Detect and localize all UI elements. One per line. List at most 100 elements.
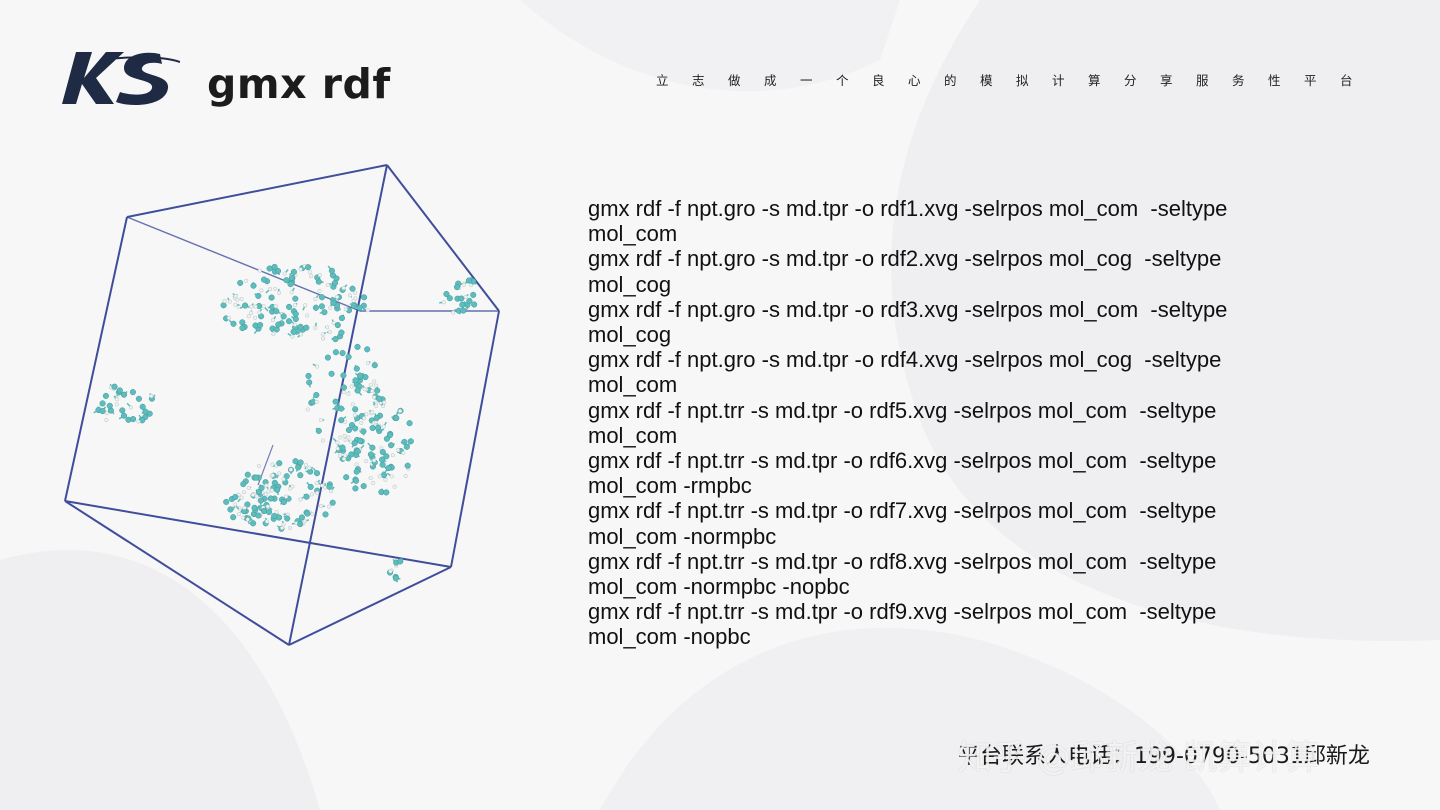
atom [292,315,299,323]
atom [240,515,245,520]
atom [287,281,294,288]
atom [242,490,247,495]
atom [99,408,106,415]
atom [240,481,247,488]
atom [298,267,303,272]
atom [460,307,467,314]
atom [265,508,273,516]
atom [343,474,350,481]
atom [250,492,255,497]
atom [246,485,251,491]
command-list: gmx rdf -f npt.gro -s md.tpr -o rdf1.xvg… [588,196,1288,650]
atom [395,448,401,453]
atom [115,397,120,402]
atom [343,437,348,442]
atom [352,377,359,384]
atom [233,294,238,299]
atom [313,470,321,477]
atom [367,451,374,458]
atom [357,372,364,379]
atom [258,484,265,491]
atom [392,484,397,489]
atom [325,325,330,330]
command-line: gmx rdf -f npt.gro -s md.tpr -o rdf1.xvg… [588,196,1234,247]
atom [390,453,395,458]
atom [352,406,359,413]
atom [253,315,258,320]
atom [342,433,347,438]
atom [139,403,146,410]
atom [254,494,259,499]
command-line: gmx rdf -f npt.trr -s md.tpr -o rdf5.xvg… [588,397,1223,448]
atom [371,480,376,485]
command-line: gmx rdf -f npt.trr -s md.tpr -o rdf7.xvg… [588,498,1223,549]
atom [114,402,119,407]
atom [289,290,294,295]
atom [340,372,347,379]
atom [274,486,281,493]
atom [292,458,299,465]
atom [330,299,337,306]
command-line: gmx rdf -f npt.trr -s md.tpr -o rdf8.xvg… [588,548,1223,600]
atom [239,495,244,500]
atom [362,374,369,381]
atom [328,267,335,274]
atom [304,510,311,517]
atom [135,395,142,402]
atom [244,471,251,478]
atom [362,416,367,421]
atom [351,440,358,447]
atom [365,361,370,366]
atom [322,511,329,518]
atom [265,504,270,509]
atom [389,474,394,479]
atom [292,295,299,302]
atom [332,398,339,405]
atom [303,324,310,331]
atom [353,296,358,301]
atom [271,263,278,270]
atom [340,384,347,391]
atom [257,497,264,504]
atom [343,307,348,312]
atom [317,273,322,278]
atom [102,392,109,399]
atom [325,282,330,287]
atom [239,325,246,332]
atom [335,440,340,445]
atom [315,427,322,434]
atom [275,321,282,328]
atom [318,303,325,310]
atom [398,408,403,414]
atom [377,474,382,479]
atom [257,310,262,315]
atom [276,460,283,467]
atom [324,354,331,361]
atom [371,362,378,369]
atom [274,510,279,515]
atom [403,443,410,450]
atom [335,294,340,299]
atom [249,310,254,316]
atom [459,301,466,308]
atom [266,489,271,494]
atom [104,417,109,423]
atom [369,444,376,451]
atom [401,438,408,445]
atom [392,575,399,582]
atom [255,292,262,299]
ks-logo-icon [62,52,180,106]
atom [307,465,312,470]
atom [259,288,264,293]
atom [353,290,358,296]
atom [287,486,293,491]
atom [327,330,333,335]
atom [251,504,258,511]
atom [373,414,380,422]
atom [303,303,308,308]
atom [286,303,293,310]
atom [463,294,468,299]
atom [308,270,313,275]
atom [328,370,335,377]
